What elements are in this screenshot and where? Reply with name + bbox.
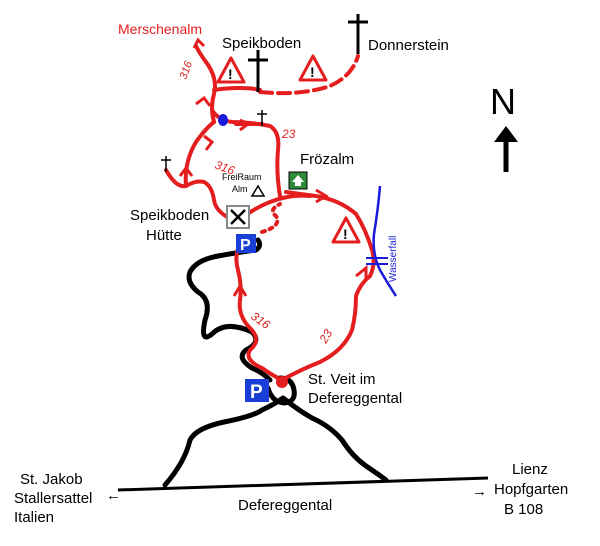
- label-speikboden-huette-1: Speikboden: [130, 207, 209, 224]
- label-east-2: Hopfgarten: [494, 481, 568, 498]
- access-road-loop: [265, 375, 297, 406]
- trail-23-lower: [280, 190, 376, 382]
- label-west-2: Stallersattel: [14, 490, 92, 507]
- road-arrow-east: →: [472, 483, 487, 500]
- small-cross-east: [257, 110, 267, 126]
- road-arrow-west: ←: [106, 487, 121, 504]
- label-east-1: Lienz: [512, 461, 548, 478]
- valley-main-road: [117, 476, 489, 492]
- label-st-veit-1: St. Veit im: [308, 371, 376, 388]
- waterfall-label: Wasserfall: [388, 236, 399, 282]
- trail-ridge: [212, 85, 262, 92]
- label-frozalm: Frözalm: [300, 151, 354, 168]
- label-east-3: B 108: [504, 501, 543, 518]
- access-road-upper: [186, 237, 273, 383]
- north-arrow: [494, 126, 518, 172]
- label-freiraum-alm-1: FreiRaum: [222, 172, 262, 182]
- compass-letter: N: [490, 81, 516, 122]
- trail-316-lower: [234, 242, 284, 382]
- svg-text:!: !: [343, 226, 348, 242]
- label-west-3: Italien: [14, 509, 54, 526]
- route-label-23-top: 23: [281, 127, 296, 141]
- trail-ridge-donnerstein: [258, 54, 360, 96]
- trail-arrow-5: [195, 95, 212, 107]
- blue-point-marker: [218, 114, 228, 126]
- svg-text:!: !: [228, 66, 233, 82]
- label-west-1: St. Jakob: [20, 471, 83, 488]
- trail-arrow-3: [315, 188, 329, 204]
- trail-316-west-loop: [164, 120, 240, 224]
- speikboden-summit-cross: [248, 50, 268, 92]
- stream-bridge: [366, 257, 388, 265]
- small-cross-west: [161, 156, 171, 172]
- warning-icon-3: !: [331, 216, 361, 244]
- label-valley-road: Defereggental: [238, 497, 332, 514]
- trail-dotted-link: [260, 202, 282, 234]
- svg-text:P: P: [240, 237, 251, 254]
- stream: [372, 185, 398, 297]
- route-label-316-top: 316: [178, 59, 196, 81]
- trail-arrow-2: [355, 264, 368, 280]
- label-donnerstein: Donnerstein: [368, 37, 449, 54]
- restaurant-icon: [226, 205, 250, 229]
- label-st-veit-2: Defereggental: [308, 390, 402, 407]
- route-label-316-mid: 316: [213, 158, 237, 178]
- label-speikboden-huette-2: Hütte: [146, 227, 182, 244]
- trail-arrow-1: [232, 283, 248, 297]
- svg-text:!: !: [310, 64, 315, 80]
- label-freiraum-alm-2: Alm: [232, 184, 248, 194]
- trail-arrow-8: [192, 37, 206, 49]
- warning-icon-1: !: [216, 56, 246, 84]
- donnerstein-summit-cross: [348, 14, 368, 54]
- freiraum-alm-icon: [250, 184, 266, 197]
- trail-upper-west: [194, 44, 217, 124]
- warning-icon-2: !: [298, 54, 328, 82]
- route-label-23-low: 23: [316, 327, 335, 347]
- st-veit-marker: [276, 376, 288, 388]
- parking-sign-st-veit: P: [245, 379, 269, 403]
- label-speikboden: Speikboden: [222, 35, 301, 52]
- trail-arrow-6: [239, 118, 251, 132]
- access-road-lower: [162, 395, 389, 488]
- parking-sign-hut: P: [236, 234, 256, 254]
- trail-arrow-7: [203, 134, 215, 151]
- label-merschenalm: Merschenalm: [118, 21, 202, 37]
- svg-text:P: P: [250, 382, 263, 403]
- trail-arrow-4: [178, 165, 194, 177]
- hut-icon: [288, 171, 308, 190]
